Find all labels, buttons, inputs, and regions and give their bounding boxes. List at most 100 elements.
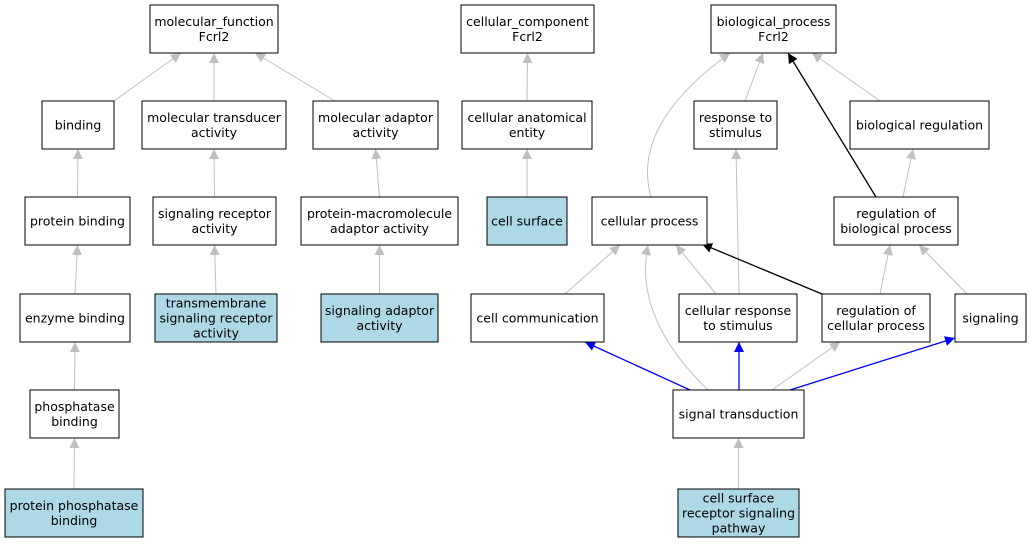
node-label: binding — [51, 513, 98, 528]
node-label: cellular anatomical — [467, 110, 586, 125]
node-label: binding — [51, 414, 98, 429]
node-label: molecular_function — [154, 14, 273, 29]
edge-binding-to-mf — [113, 52, 182, 102]
edge-cell-resp-to-cell-process — [675, 244, 717, 295]
node-label: cellular response — [685, 303, 792, 318]
node-protein-binding: protein binding — [24, 196, 131, 246]
node-sig-trans: signal transduction — [672, 389, 805, 439]
node-cell-comm: cell communication — [470, 293, 605, 343]
node-box — [300, 196, 459, 246]
node-label: biological regulation — [856, 118, 983, 133]
node-label: regulation of — [856, 206, 936, 221]
edge-reg-cell-to-cell-process — [701, 243, 823, 295]
node-label: activity — [193, 326, 240, 341]
node-box — [677, 488, 800, 538]
node-label: stimulus — [709, 125, 762, 140]
edge-cell-process-to-bp — [647, 52, 731, 198]
node-box — [710, 4, 837, 54]
node-box — [461, 100, 593, 150]
node-label: signaling receptor — [159, 311, 273, 326]
node-box — [470, 293, 605, 343]
node-label: activity — [191, 221, 238, 236]
edge-reg-cell-to-reg-bio — [879, 244, 893, 295]
node-box — [29, 389, 120, 439]
edge-prot-phos-to-phosphatase — [69, 437, 80, 490]
edge-cell-comm-to-cell-process — [564, 244, 621, 295]
node-label: cell communication — [476, 311, 598, 326]
node-binding: binding — [41, 100, 115, 150]
node-label: cellular_component — [466, 14, 589, 29]
node-label: response to — [699, 110, 772, 125]
node-cell-surface: cell surface — [486, 196, 568, 246]
node-label: regulation of — [836, 303, 916, 318]
edge-reg-bio-to-bio-reg — [902, 148, 916, 198]
node-label: signal transduction — [679, 407, 799, 422]
node-label: activity — [191, 125, 238, 140]
node-label: adaptor activity — [330, 221, 430, 236]
edge-sig-trans-to-cell-comm — [584, 341, 691, 391]
node-label: entity — [509, 125, 546, 140]
node-label: cell surface — [491, 214, 563, 229]
node-box — [24, 196, 131, 246]
node-label: transmembrane — [166, 296, 267, 311]
node-label: signaling adaptor — [325, 303, 435, 318]
edge-reg-bio-to-bp — [787, 52, 877, 198]
node-box — [4, 488, 144, 538]
edge-transmembrane-to-sig-receptor — [209, 244, 220, 295]
edge-bio-reg-to-bp — [811, 52, 881, 102]
node-box — [678, 293, 798, 343]
edge-protein-binding-to-binding — [72, 148, 83, 198]
node-label: activity — [352, 125, 399, 140]
edge-resp-stim-to-bp — [744, 52, 765, 102]
node-label: biological process — [840, 221, 952, 236]
node-cell-process: cellular process — [591, 196, 708, 246]
node-box — [41, 100, 115, 150]
node-label: molecular transducer — [147, 110, 282, 125]
edge-prot-macro-to-mol-adaptor — [371, 148, 382, 198]
edges-layer — [69, 52, 968, 490]
node-label: cellular process — [601, 214, 699, 229]
node-enzyme-binding: enzyme binding — [19, 293, 131, 343]
edge-sig-receptor-to-mol-transducer — [209, 148, 220, 198]
node-box — [486, 196, 568, 246]
node-label: receptor signaling — [682, 506, 795, 521]
node-box — [591, 196, 708, 246]
node-box — [833, 196, 959, 246]
node-box — [954, 293, 1027, 343]
node-box — [19, 293, 131, 343]
edge-phosphatase-to-enzyme-binding — [69, 341, 80, 391]
node-label: Fcrl2 — [199, 29, 230, 44]
node-label: protein phosphatase — [10, 498, 139, 513]
node-label: cellular process — [827, 318, 925, 333]
node-signaling: signaling — [954, 293, 1027, 343]
node-label: protein-macromolecule — [307, 206, 452, 221]
edge-mol-adaptor-to-mf — [254, 52, 336, 102]
node-box — [672, 389, 805, 439]
node-box — [849, 100, 990, 150]
node-box — [693, 100, 778, 150]
node-bio-reg: biological regulation — [849, 100, 990, 150]
node-box — [821, 293, 931, 343]
edge-sig-trans-to-signaling — [789, 336, 956, 391]
edge-sig-trans-to-reg-cell — [771, 341, 841, 391]
edge-cell-anat-to-cc — [522, 52, 533, 102]
node-box — [152, 196, 277, 246]
node-label: protein binding — [30, 214, 125, 229]
node-box — [320, 293, 439, 343]
node-label: activity — [356, 318, 403, 333]
